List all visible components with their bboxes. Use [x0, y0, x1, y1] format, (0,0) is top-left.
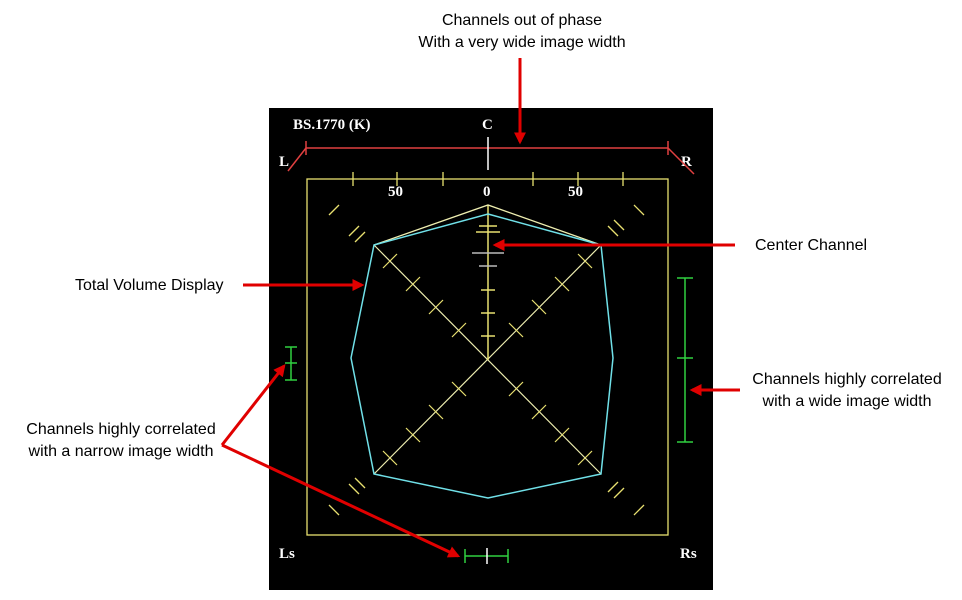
annotation-center-channel: Center Channel: [755, 237, 868, 254]
center-channel-level: [472, 252, 504, 267]
annotation-line: Channels highly correlated: [26, 421, 216, 438]
phase-bar: [287, 141, 695, 175]
annotation-line: Channels highly correlated: [752, 371, 942, 388]
annotation-out-of-phase: Channels out of phase With a very wide i…: [392, 10, 652, 54]
mode-label: BS.1770 (K): [293, 117, 371, 133]
annotation-line: With a very wide image width: [418, 34, 626, 51]
channel-label-c: C: [482, 117, 493, 133]
center-axis: [476, 205, 500, 360]
annotation-narrow-correlation: Channels highly correlated with a narrow…: [12, 419, 230, 463]
total-volume-polygon: [350, 213, 614, 499]
correlation-meter-left: [285, 346, 297, 381]
annotation-line: Channels out of phase: [441, 12, 603, 29]
channel-label-ls: Ls: [279, 546, 295, 562]
corner-ticks: [328, 204, 645, 516]
arrow-narrow-to-bottom-meter: [221, 443, 461, 558]
channel-label-r: R: [681, 154, 692, 170]
annotation-wide-correlation: Channels highly correlated with a wide i…: [738, 369, 956, 413]
top-scale-ticks: [352, 172, 624, 186]
channel-label-rs: Rs: [680, 546, 697, 562]
annotation-line: with a wide image width: [762, 393, 932, 410]
scope-frame: [306, 178, 669, 536]
annotation-arrows: [220, 58, 740, 558]
scale-label-left-50: 50: [388, 184, 403, 200]
scale-label-zero: 0: [483, 184, 491, 200]
front-peak-outline: [373, 204, 602, 246]
arrow-narrow-to-left-meter: [220, 364, 286, 446]
diagonal-axis-ticks: [382, 253, 593, 466]
annotation-line: with a narrow image width: [28, 443, 214, 460]
scale-label-right-50: 50: [568, 184, 583, 200]
correlation-meter-right: [677, 277, 693, 443]
annotation-total-volume: Total Volume Display: [75, 277, 224, 294]
channel-label-l: L: [279, 154, 290, 170]
